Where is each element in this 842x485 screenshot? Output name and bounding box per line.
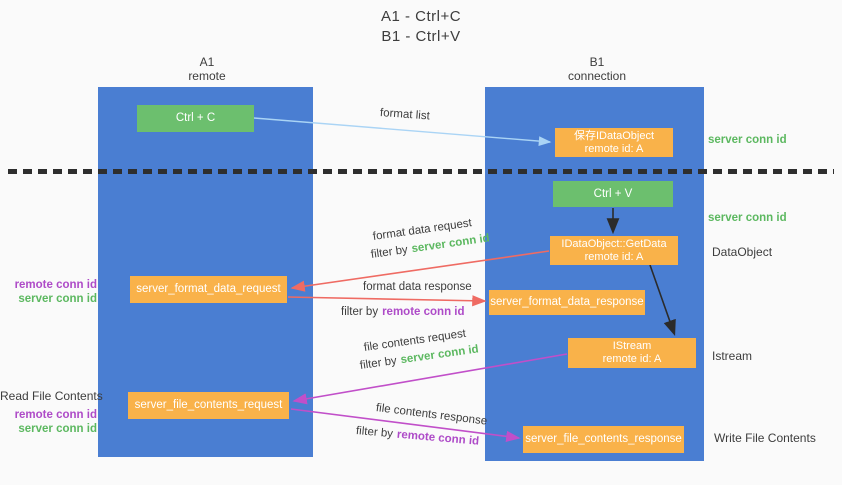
read-file-contents-text: Read File Contents: [0, 389, 103, 403]
node-istream: IStream remote id: A: [568, 338, 696, 368]
label-server-conn-id-right-1: server conn id: [708, 134, 787, 146]
label-file-contents-response: file contents response: [375, 402, 488, 428]
node-save-dataobject-line1: 保存IDataObject: [573, 129, 655, 142]
title-line-1: A1 - Ctrl+C: [380, 8, 462, 25]
node-ctrl-v-label: Ctrl + V: [593, 187, 633, 200]
diagram-title: A1 - Ctrl+C B1 - Ctrl+V: [0, 7, 842, 47]
column-b1-name: B1: [589, 55, 605, 69]
remote-conn-id-left-2: remote conn id: [14, 409, 97, 421]
column-a1-role: remote: [188, 69, 226, 83]
node-server-file-contents-response-label: server_file_contents_response: [525, 433, 682, 445]
node-server-file-contents-response: server_file_contents_response: [523, 426, 684, 453]
conn-id-group-1: remote conn id server conn id: [0, 278, 97, 306]
label-format-list: format list: [379, 107, 431, 123]
server-conn-id-left-2: server conn id: [18, 423, 97, 435]
node-server-format-data-response-label: server_format_data_response: [490, 296, 644, 308]
conn-id-group-2: remote conn id server conn id: [0, 408, 97, 436]
label-format-data-response: format data response: [363, 281, 472, 293]
node-server-format-data-response: server_format_data_response: [489, 290, 645, 315]
node-save-dataobject-line2: remote id: A: [584, 142, 644, 155]
column-b1-role: connection: [567, 69, 627, 83]
node-getdata-line2: remote id: A: [584, 250, 644, 263]
node-ctrl-v: Ctrl + V: [553, 181, 673, 207]
remote-conn-id-text: remote conn id: [396, 428, 480, 448]
label-read-file-contents: Read File Contents: [0, 389, 103, 403]
label-dataobject: DataObject: [712, 245, 773, 259]
node-getdata: IDataObject::GetData remote id: A: [550, 236, 678, 265]
node-istream-line1: IStream: [612, 340, 652, 352]
label-server-conn-id-right-2: server conn id: [708, 212, 787, 224]
label-write-file-contents: Write File Contents: [714, 431, 816, 445]
column-a1-name: A1: [199, 55, 215, 69]
node-ctrl-c: Ctrl + C: [137, 105, 254, 132]
filter-by-text: filter by: [359, 354, 398, 372]
filter-by-text: filter by: [355, 425, 394, 441]
node-ctrl-c-label: Ctrl + C: [175, 112, 216, 124]
column-header-a1: A1 remote: [137, 55, 277, 83]
phase-separator-dashed-line: [8, 169, 834, 174]
node-server-format-data-request: server_format_data_request: [130, 276, 287, 303]
filter-by-text: filter by: [370, 243, 409, 261]
filter-by-text: filter by: [341, 306, 379, 318]
node-server-format-data-request-label: server_format_data_request: [136, 283, 281, 295]
arrow-format-data-response: [287, 295, 487, 307]
node-server-file-contents-request: server_file_contents_request: [128, 392, 289, 419]
remote-conn-id-text: remote conn id: [382, 306, 465, 318]
server-conn-id-left-1: server conn id: [18, 293, 97, 305]
remote-conn-id-left-1: remote conn id: [14, 279, 97, 291]
node-server-file-contents-request-label: server_file_contents_request: [134, 399, 283, 411]
column-header-b1: B1 connection: [527, 55, 667, 83]
node-save-dataobject: 保存IDataObject remote id: A: [555, 128, 673, 157]
title-line-2: B1 - Ctrl+V: [381, 28, 461, 45]
node-getdata-line1: IDataObject::GetData: [561, 237, 667, 250]
label-istream: Istream: [712, 349, 753, 363]
node-istream-line2: remote id: A: [602, 353, 662, 365]
